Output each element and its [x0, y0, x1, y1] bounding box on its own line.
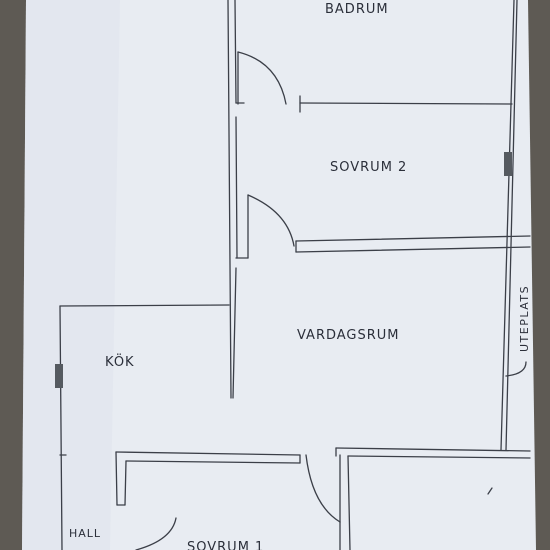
radiator-right: [504, 152, 512, 176]
wall-bathroom-bottom: [299, 102, 513, 105]
wall-bedroom1-top-a: [115, 451, 301, 456]
wall-living-bottom: [335, 447, 531, 452]
wall-bedroom1-top-b: [125, 460, 301, 464]
wall-central-right-lower: [235, 116, 238, 259]
wall-bedroom1-left-a: [115, 451, 118, 506]
door-bathroom: [237, 51, 287, 105]
room-label-sovrum1: SOVRUM 1: [187, 540, 265, 550]
room-label-uteplats: UTEPLATS: [518, 284, 531, 352]
pencil-mark: [487, 487, 493, 495]
door-hall: [135, 517, 177, 550]
wall-right-inner: [505, 0, 518, 451]
wall-bedroom2-bottom-a: [295, 235, 531, 242]
wall-bedroom1-divider-a: [347, 455, 351, 550]
uteplats-opening: [505, 361, 527, 377]
wall-central-left: [227, 0, 232, 399]
wall-bedroom1-left-b: [124, 460, 127, 506]
paper-shade: [22, 0, 120, 550]
radiator-kitchen: [55, 364, 63, 388]
room-label-sovrum2: SOVRUM 2: [330, 160, 408, 175]
wall-bedroom2-bottom-b: [295, 246, 531, 253]
door-bedroom1: [305, 454, 341, 523]
wall-right-outer: [500, 0, 515, 451]
room-label-kok: KÖK: [105, 355, 135, 370]
wall-left: [59, 305, 63, 550]
room-label-hall: HALL: [69, 527, 102, 540]
wall-kitchen-top: [59, 304, 230, 307]
wall-central-right: [234, 0, 237, 104]
wall-central-right-bottom: [232, 267, 237, 399]
room-label-badrum: BADRUM: [325, 2, 389, 17]
paper-sheet: [22, 0, 536, 550]
door-bedroom2: [247, 194, 295, 247]
room-label-vardagsrum: VARDAGSRUM: [297, 328, 400, 343]
wall-living-bottom-b: [347, 455, 531, 459]
